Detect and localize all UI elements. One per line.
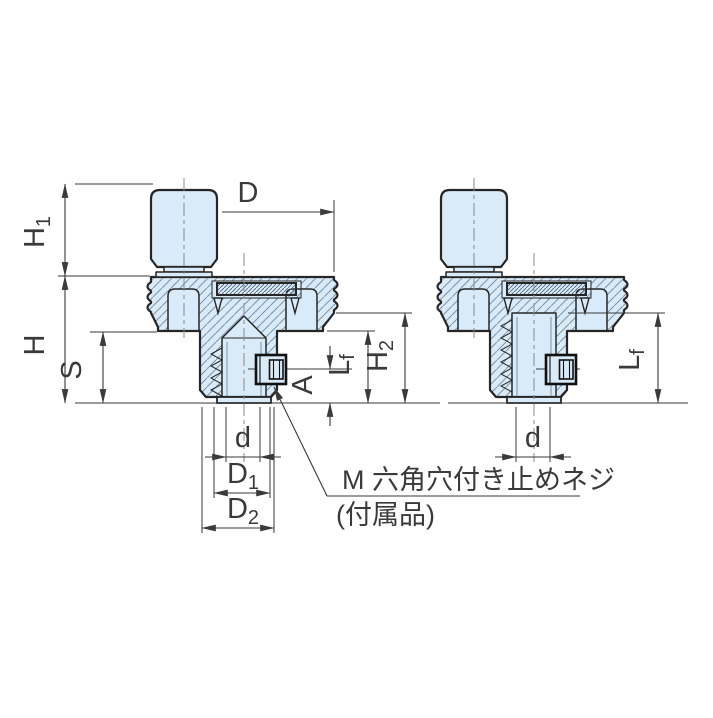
thread-symbol xyxy=(209,347,224,397)
flange-body xyxy=(437,277,628,397)
dim-label-a: A xyxy=(287,375,319,395)
dim-label-h: H xyxy=(19,335,51,356)
dim-label-s: S xyxy=(56,360,88,379)
dimensions-left: H1 H S D A Lf H2 xyxy=(19,177,440,533)
flange-section-hatch xyxy=(147,277,338,397)
dim-label-h2: H2 xyxy=(362,340,398,372)
set-screw xyxy=(544,353,578,386)
dim-label-d1: D1 xyxy=(227,458,259,494)
dimensions-right: Lf d xyxy=(448,312,688,462)
dim-label-h1: H1 xyxy=(19,216,55,248)
figure-left: H1 H S D A Lf H2 xyxy=(19,177,440,533)
dim-label-d-major: D xyxy=(238,177,259,209)
dim-label-lf: Lf xyxy=(324,354,359,376)
set-screw xyxy=(254,353,288,386)
dim-label-d-minor-right: d xyxy=(525,422,541,454)
dim-label-d-minor: d xyxy=(235,422,251,454)
note-line-2: (付属品) xyxy=(336,500,435,530)
dim-label-d2: D2 xyxy=(227,493,259,529)
flange-body xyxy=(147,277,338,397)
note-line-1: M 六角穴付き止めネジ xyxy=(342,465,615,495)
leader-line xyxy=(273,386,328,497)
dim-label-lf-right: Lf xyxy=(614,349,649,371)
setscrew-note: M 六角穴付き止めネジ (付属品) xyxy=(273,386,615,530)
thread-symbol xyxy=(499,319,514,393)
flange-section-hatch xyxy=(437,277,628,397)
figure-right: Lf d xyxy=(436,178,688,462)
